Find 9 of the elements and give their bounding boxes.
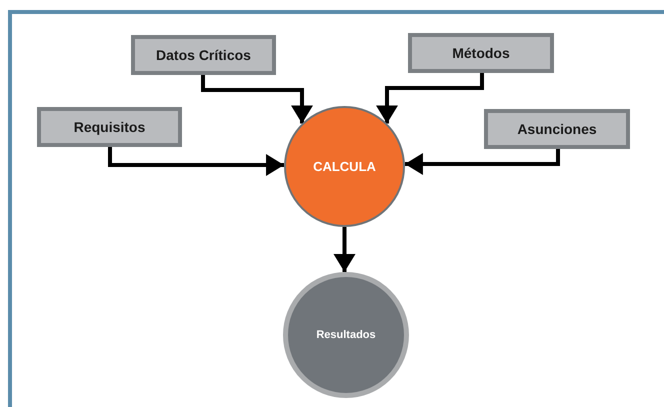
process-box: Datos Críticos (131, 35, 276, 75)
process-box: Métodos (408, 33, 554, 73)
arrow (376, 73, 484, 124)
arrow (108, 147, 284, 176)
process-box: Requisitos (37, 107, 182, 147)
process-box: Asunciones (484, 109, 630, 149)
arrow (201, 75, 313, 124)
arrow (334, 227, 356, 272)
arrow (404, 149, 560, 175)
